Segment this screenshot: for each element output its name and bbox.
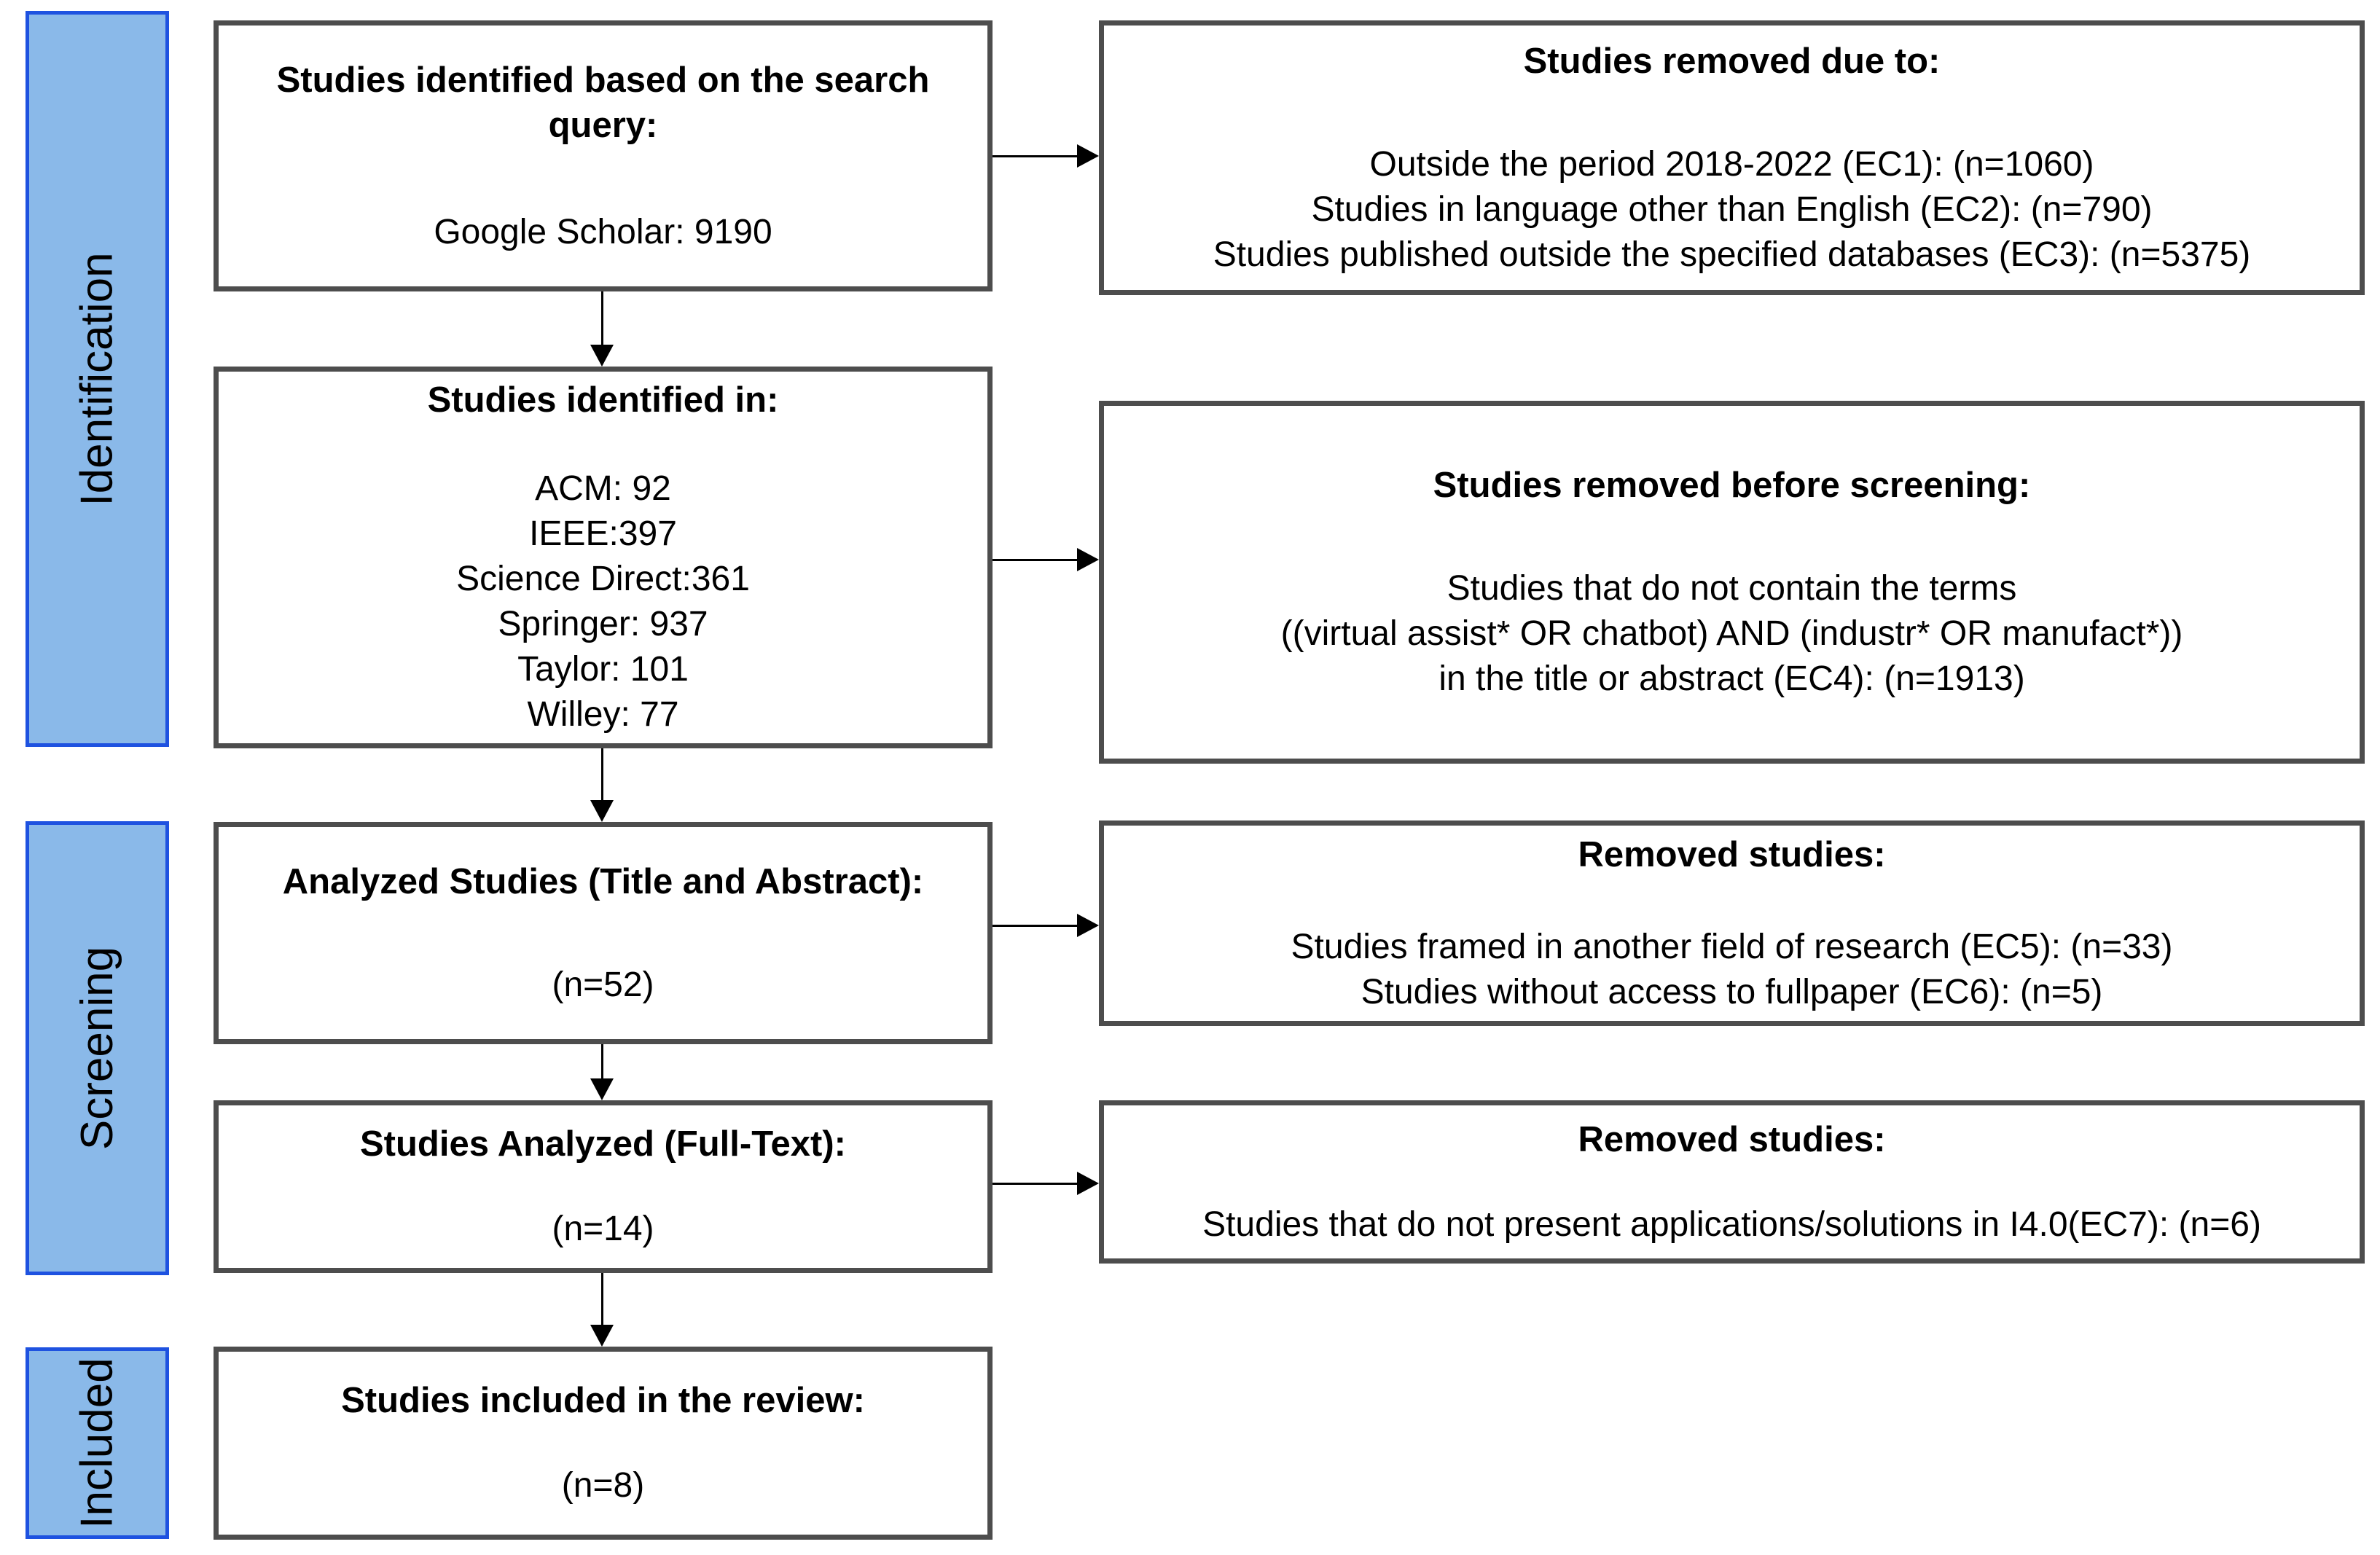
arrow-right-2-line — [993, 559, 1081, 561]
arrow-right-4-line — [993, 1183, 1081, 1185]
arrow-right-1-head — [1077, 144, 1099, 168]
arrow-down-2-line — [601, 748, 603, 804]
box-heading: Studies identified in: — [427, 380, 779, 420]
arrow-right-1-line — [993, 155, 1081, 157]
arrow-right-3-line — [993, 925, 1081, 927]
flow-box-removed-before-screening: Studies removed before screening: Studie… — [1099, 401, 2365, 764]
box-heading: Studies Analyzed (Full-Text): — [360, 1124, 846, 1164]
box-line-group: Studies that do not contain the terms ((… — [1281, 566, 2183, 702]
box-line: Studies that do not present applications… — [1202, 1205, 2261, 1244]
arrow-down-3-line — [601, 1044, 603, 1082]
section-label-text: Screening — [72, 946, 122, 1151]
section-label-identification: Identification — [26, 11, 169, 747]
flow-box-title-abstract: Analyzed Studies (Title and Abstract): (… — [214, 822, 993, 1044]
box-line-group: Outside the period 2018-2022 (EC1): (n=1… — [1213, 142, 2251, 278]
arrow-down-4-head — [590, 1325, 614, 1347]
section-label-included: Included — [26, 1347, 169, 1539]
flow-box-identified-in: Studies identified in: ACM: 92 IEEE:397 … — [214, 367, 993, 748]
arrow-right-4-head — [1077, 1172, 1099, 1195]
box-line: (n=8) — [561, 1466, 645, 1505]
box-line: ((virtual assist* OR chatbot) AND (indus… — [1280, 614, 2183, 653]
arrow-down-1-head — [590, 345, 614, 367]
box-line: (n=14) — [552, 1210, 654, 1248]
box-heading: Removed studies: — [1578, 834, 1886, 874]
box-line: Taylor: 101 — [517, 650, 689, 689]
flow-box-removed-due-to: Studies removed due to: Outside the peri… — [1099, 20, 2365, 295]
box-line: Springer: 937 — [498, 605, 708, 643]
box-line: Outside the period 2018-2022 (EC1): (n=1… — [1369, 144, 2094, 184]
box-heading: Studies removed before screening: — [1433, 466, 2031, 505]
box-heading: Removed studies: — [1578, 1119, 1886, 1159]
box-line-group: Studies framed in another field of resea… — [1291, 925, 2173, 1015]
box-heading: Analyzed Studies (Title and Abstract): — [282, 861, 924, 901]
arrow-right-2-head — [1077, 548, 1099, 571]
box-line: ACM: 92 — [535, 469, 671, 508]
flow-box-removed-studies-screening: Removed studies: Studies framed in anoth… — [1099, 820, 2365, 1026]
arrow-down-3-head — [590, 1078, 614, 1100]
box-line: Science Direct:361 — [456, 560, 750, 598]
box-line: (n=52) — [552, 965, 654, 1004]
box-line: Studies without access to fullpaper (EC6… — [1361, 972, 2103, 1011]
box-line: IEEE:397 — [529, 514, 677, 553]
arrow-down-2-head — [590, 800, 614, 822]
flow-box-full-text: Studies Analyzed (Full-Text): (n=14) — [214, 1100, 993, 1273]
box-heading: Studies included in the review: — [341, 1381, 865, 1420]
box-line: Google Scholar: 9190 — [434, 212, 772, 251]
box-line: Studies in language other than English (… — [1311, 189, 2153, 229]
box-line: Studies that do not contain the terms — [1447, 569, 2017, 608]
box-heading: Studies identified based on the search q… — [276, 60, 930, 145]
arrow-down-1-line — [601, 291, 603, 348]
flow-box-removed-studies-fulltext: Removed studies: Studies that do not pre… — [1099, 1100, 2365, 1264]
section-label-text: Included — [72, 1358, 123, 1529]
box-heading: Studies removed due to: — [1523, 41, 1941, 81]
flow-box-included-review: Studies included in the review: (n=8) — [214, 1347, 993, 1540]
arrow-down-4-line — [601, 1273, 603, 1328]
section-label-screening: Screening — [26, 821, 169, 1275]
box-line: Willey: 77 — [527, 695, 679, 734]
box-line: Studies framed in another field of resea… — [1291, 927, 2173, 966]
flow-box-search-query: Studies identified based on the search q… — [214, 20, 993, 291]
box-line-group: ACM: 92 IEEE:397 Science Direct:361 Spri… — [456, 466, 750, 737]
section-label-text: Identification — [72, 251, 122, 506]
box-line: Studies published outside the specified … — [1213, 235, 2251, 274]
box-line: in the title or abstract (EC4): (n=1913) — [1438, 659, 2025, 698]
arrow-right-3-head — [1077, 914, 1099, 937]
